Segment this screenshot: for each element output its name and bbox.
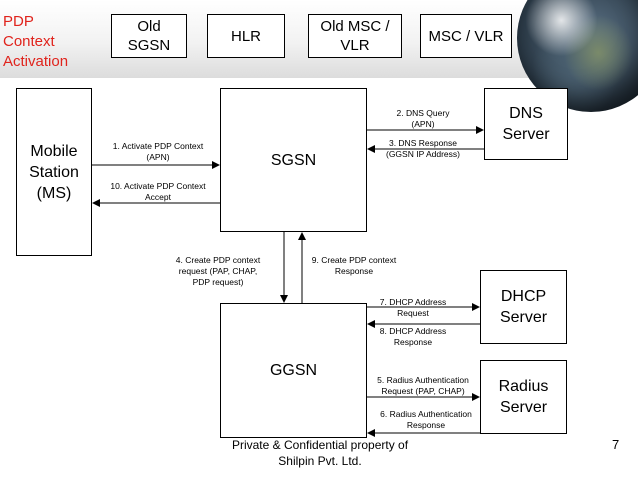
m2-line-1: 2. DNS Query — [396, 108, 450, 118]
hlr-label: HLR — [230, 27, 261, 45]
m10-line-1: 10. Activate PDP Context — [110, 181, 206, 191]
title-line-2: Context — [3, 33, 55, 50]
ggsn-box: GGSN — [220, 303, 367, 438]
ms-line-2: Station — [29, 163, 79, 181]
dns-line-1: DNS — [509, 105, 543, 122]
message-1-label: 1. Activate PDP Context(APN) — [100, 141, 216, 163]
ggsn-label: GGSN — [269, 362, 318, 379]
sgsn-box: SGSN — [220, 88, 367, 232]
sgsn-label: SGSN — [270, 151, 317, 169]
m7-line-2: Request — [397, 308, 429, 318]
dns-server-box: DNS Server — [484, 88, 568, 160]
m4-line-2: request (PAP, CHAP, — [178, 266, 258, 276]
old-msc-vlr-box: Old MSC / VLR — [308, 14, 402, 58]
title-line-1: PDP — [3, 13, 34, 30]
title-line-3: Activation — [3, 53, 69, 70]
old-msc-vlr-line-2: VLR — [340, 37, 370, 54]
m6-line-2: Response — [406, 420, 446, 430]
ms-line-3: (MS) — [36, 184, 72, 202]
msc-vlr-box: MSC / VLR — [420, 14, 512, 58]
dhcp-server-box: DHCP Server — [480, 270, 567, 344]
m4-line-1: 4. Create PDP context — [175, 255, 261, 265]
slide-title: PDP Context Activation — [3, 12, 103, 72]
old-sgsn-line-1: Old — [137, 18, 161, 35]
m5-line-1: 5. Radius Authentication — [377, 375, 469, 385]
m1-line-1: 1. Activate PDP Context — [112, 141, 204, 151]
msc-vlr-label: MSC / VLR — [428, 27, 504, 45]
m5-line-2: Request (PAP, CHAP) — [381, 386, 465, 396]
footer-text: Private & Confidential property of Shilp… — [210, 437, 430, 469]
dhcp-line-1: DHCP — [500, 288, 547, 305]
message-2-label: 2. DNS Query(APN) — [366, 108, 480, 130]
m8-line-1: 8. DHCP Address — [379, 326, 447, 336]
page-number: 7 — [612, 437, 620, 452]
footer-line-2: Shilpin Pvt. Ltd. — [278, 454, 362, 468]
message-3-label: 3. DNS Response(GGSN IP Address) — [366, 138, 480, 160]
dns-line-2: Server — [502, 126, 550, 143]
ms-line-1: Mobile — [30, 142, 78, 160]
m3-line-1: 3. DNS Response — [388, 138, 458, 148]
m6-line-1: 6. Radius Authentication — [380, 409, 472, 419]
dhcp-line-2: Server — [499, 309, 548, 326]
radius-line-1: Radius — [498, 378, 549, 395]
m9-line-1: 9. Create PDP context — [311, 255, 397, 265]
m10-line-2: Accept — [145, 192, 171, 202]
m7-line-1: 7. DHCP Address — [379, 297, 447, 307]
old-sgsn-line-2: SGSN — [127, 37, 171, 54]
m3-line-2: (GGSN IP Address) — [385, 149, 460, 159]
m8-line-2: Response — [393, 337, 433, 347]
m1-line-2: (APN) — [146, 152, 170, 162]
radius-line-2: Server — [499, 399, 548, 416]
m9-line-2: Response — [334, 266, 374, 276]
m2-line-2: (APN) — [411, 119, 435, 129]
footer-line-1: Private & Confidential property of — [231, 438, 409, 452]
m4-line-3: PDP request) — [192, 277, 244, 287]
old-msc-vlr-line-1: Old MSC / — [320, 18, 390, 35]
hlr-box: HLR — [207, 14, 285, 58]
